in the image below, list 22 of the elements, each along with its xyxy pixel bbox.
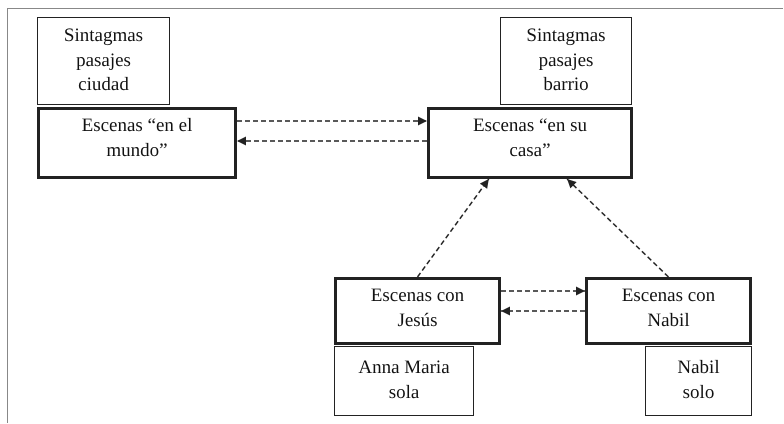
dashed-arrow: [416, 178, 490, 278]
box-text: Anna Maria sola: [357, 356, 451, 405]
note-box: [645, 346, 752, 416]
dashed-arrow: [566, 178, 670, 278]
box-text: Escenas “en el mundo”: [80, 114, 194, 163]
box-text: Nabil solo: [676, 356, 721, 405]
box-text: Escenas “en su casa”: [472, 114, 588, 163]
dashed-arrow: [237, 116, 427, 126]
scene-box: [334, 277, 501, 345]
dashed-arrow: [237, 136, 427, 146]
note-box: [500, 17, 632, 105]
note-box: [37, 17, 170, 105]
scene-box: [37, 107, 237, 179]
dashed-arrow: [501, 286, 585, 296]
box-text: Escenas con Jesús: [370, 284, 466, 333]
note-box: [334, 346, 474, 416]
scene-box: [585, 277, 752, 345]
dashed-arrow: [501, 306, 585, 316]
box-text: Sintagmas pasajes ciudad: [62, 24, 144, 98]
scene-box: [427, 107, 633, 179]
box-text: Escenas con Nabil: [620, 284, 716, 333]
box-text: Sintagmas pasajes barrio: [525, 24, 607, 98]
